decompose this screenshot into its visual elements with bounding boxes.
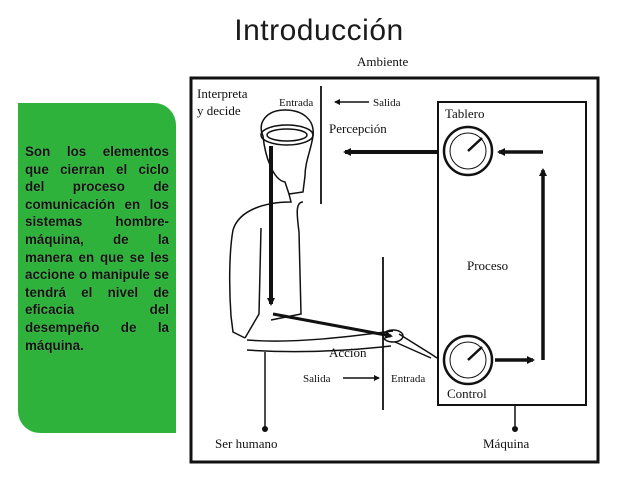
machine-box	[437, 101, 587, 406]
slide-title: Introducción	[234, 14, 404, 47]
label-entrada-top: Entrada	[279, 97, 313, 109]
label-salida-top: Salida	[373, 97, 401, 109]
label-salida-bottom: Salida	[303, 373, 331, 385]
label-tablero: Tablero	[445, 106, 485, 121]
pointer-dot-maquina	[512, 426, 518, 432]
label-maquina: Máquina	[483, 436, 529, 451]
environment-frame	[189, 76, 600, 464]
man-machine-diagram: Ambiente	[189, 54, 600, 464]
sidebar-text: Son los elementos que cierran el ciclo d…	[25, 144, 169, 353]
label-entrada-bottom: Entrada	[391, 373, 425, 385]
human-figure	[228, 109, 438, 424]
label-control: Control	[447, 386, 487, 401]
label-decide: y decide	[197, 103, 241, 118]
label-proceso: Proceso	[467, 258, 508, 273]
label-ambiente: Ambiente	[357, 54, 408, 69]
label-accion: Acción	[329, 345, 367, 360]
label-ser-humano: Ser humano	[215, 436, 277, 451]
control-dial	[442, 334, 494, 386]
tablero-dial	[442, 125, 494, 177]
label-percepcion: Percepción	[329, 121, 387, 136]
pointer-dot-ser-humano	[262, 426, 268, 432]
decision-arrow-right	[272, 312, 393, 339]
sidebar-box: Son los elementos que cierran el ciclo d…	[18, 103, 176, 433]
label-interpreta: Interpreta	[197, 86, 248, 101]
